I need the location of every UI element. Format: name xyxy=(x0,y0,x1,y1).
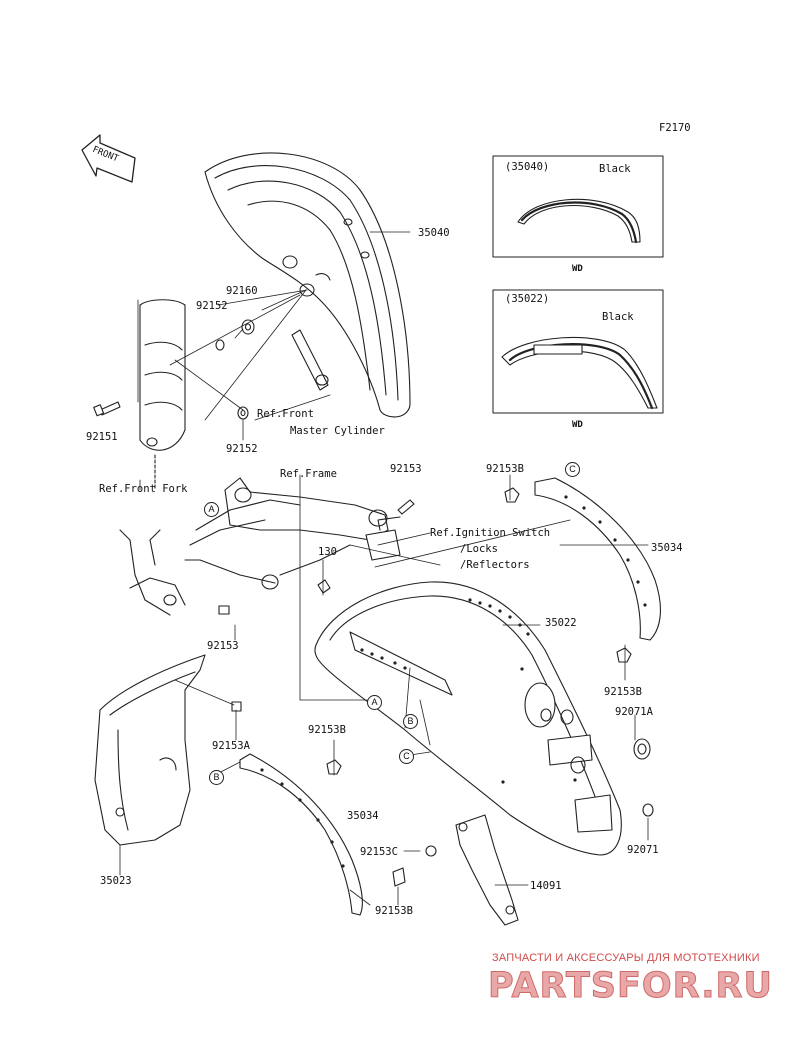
collar-92160 xyxy=(241,319,255,335)
label-35034-center: 35034 xyxy=(347,810,379,822)
inset-rear-color: Black xyxy=(602,311,634,323)
watermark-logo: PARTSFOR.RU xyxy=(488,966,773,1007)
license-bracket-14091 xyxy=(455,814,519,926)
callout-b-left: B xyxy=(209,770,224,785)
bolt-92153-top xyxy=(397,499,415,515)
inset-rear-model: WD xyxy=(572,420,583,430)
bolt-92153-mid xyxy=(218,605,230,615)
label-35040: 35040 xyxy=(418,227,450,239)
label-92153B-right: 92153B xyxy=(604,686,642,698)
grommet-92071 xyxy=(642,803,654,817)
label-ref-front-fork: Ref.Front Fork xyxy=(99,483,188,495)
label-92153B-bottom: 92153B xyxy=(375,905,413,917)
label-35022: 35022 xyxy=(545,617,577,629)
label-92071: 92071 xyxy=(627,844,659,856)
label-92153B-top: 92153B xyxy=(486,463,524,475)
washer-92152-top xyxy=(215,339,225,351)
callout-c-lower: C xyxy=(399,749,414,764)
inset-front-color: Black xyxy=(599,163,631,175)
nut-92153B-top xyxy=(504,487,520,503)
grommet-92071A xyxy=(633,738,651,760)
label-92153A: 92153A xyxy=(212,740,250,752)
label-92152-bottom: 92152 xyxy=(226,443,258,455)
label-35023: 35023 xyxy=(100,875,132,887)
front-fork-leg xyxy=(139,299,186,491)
label-ref-frame: Ref.Frame xyxy=(280,468,337,480)
label-92153-top: 92153 xyxy=(390,463,422,475)
label-ref-ignition-line2: /Locks xyxy=(460,543,498,555)
label-92071A: 92071A xyxy=(615,706,653,718)
master-cylinder-bracket xyxy=(291,329,329,391)
label-92153B-mid: 92153B xyxy=(308,724,346,736)
bolt-130 xyxy=(317,579,331,594)
label-ref-ignition-line1: Ref.Ignition Switch xyxy=(430,527,551,539)
fender-brace-35034-left xyxy=(239,753,363,916)
label-92152-top: 92152 xyxy=(196,300,228,312)
front-fender-35040 xyxy=(204,152,411,418)
nut-92153C xyxy=(425,845,437,857)
frame xyxy=(119,477,389,616)
label-35034-right: 35034 xyxy=(651,542,683,554)
label-ref-ignition-line3: /Reflectors xyxy=(460,559,530,571)
label-14091: 14091 xyxy=(530,880,562,892)
nut-92153B-bottom xyxy=(392,867,406,887)
inset-front-part: (35040) xyxy=(505,161,550,173)
nut-92153B-right xyxy=(616,647,632,663)
inset-front-box xyxy=(492,155,664,258)
label-92160: 92160 xyxy=(226,285,258,297)
callout-a-upper: A xyxy=(204,502,219,517)
label-92153C: 92153C xyxy=(360,846,398,858)
bolt-92151 xyxy=(93,401,121,417)
fender-brace-35034-right xyxy=(534,477,661,641)
ignition-switch-bracket xyxy=(365,516,401,561)
fender-cover-35023 xyxy=(94,654,206,846)
leader-lines-upper xyxy=(137,231,411,441)
inset-rear-box xyxy=(492,289,664,414)
callout-a-lower: A xyxy=(367,695,382,710)
inset-front-model: WD xyxy=(572,264,583,274)
callout-c-upper: C xyxy=(565,462,580,477)
washer-92152-bottom xyxy=(237,406,249,420)
leader-lines-lower xyxy=(119,474,649,906)
bolt-92153A xyxy=(231,701,242,712)
label-92151: 92151 xyxy=(86,431,118,443)
callout-b-right: B xyxy=(403,714,418,729)
label-ref-front-master-line1: Ref.Front xyxy=(257,408,314,420)
label-ref-front-master-line2: Master Cylinder xyxy=(290,425,385,437)
inset-rear-part: (35022) xyxy=(505,293,550,305)
diagram-code: F2170 xyxy=(659,122,691,134)
front-arrow-icon xyxy=(81,134,136,183)
label-92153-mid: 92153 xyxy=(207,640,239,652)
watermark-tagline: ЗАПЧАСТИ И АКСЕССУАРЫ ДЛЯ МОТОТЕХНИКИ xyxy=(492,952,760,964)
label-130: 130 xyxy=(318,546,337,558)
